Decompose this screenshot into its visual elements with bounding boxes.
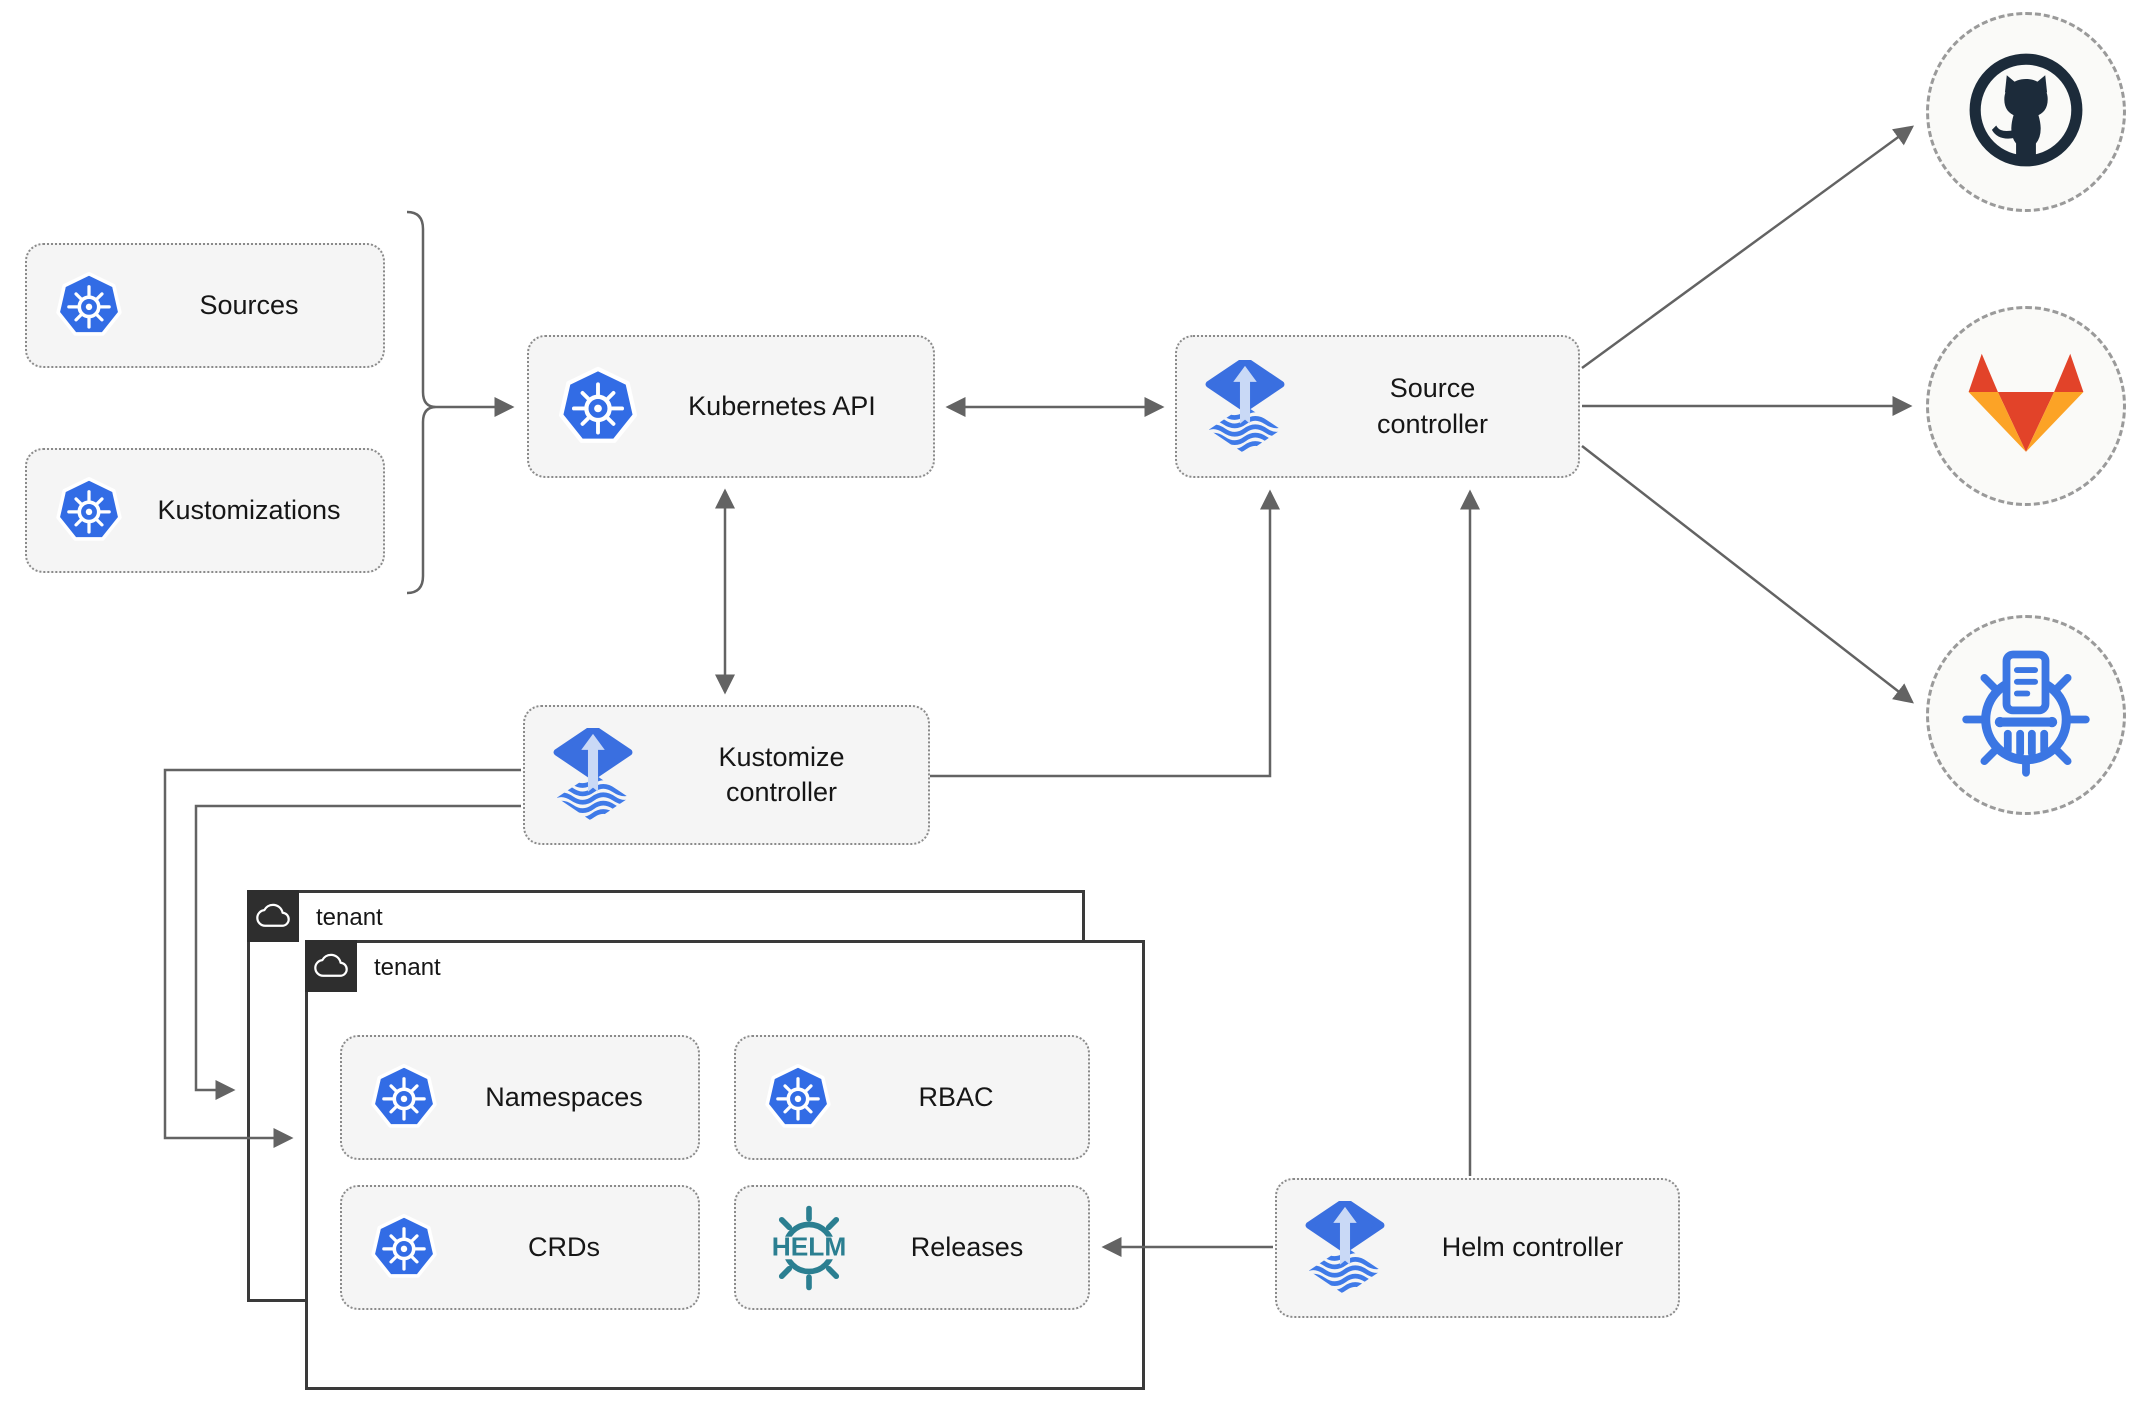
flux-icon xyxy=(1303,1201,1387,1295)
node-source-controller-label: Source controller xyxy=(1376,373,1489,439)
tenant-inner-container: tenant xyxy=(305,940,1145,1390)
node-kustomizations-label: Kustomizations xyxy=(157,494,341,525)
edge-kustomize-controller-to-source-controller xyxy=(930,489,1280,778)
chartmuseum-icon xyxy=(1961,648,2091,783)
flux-icon xyxy=(551,728,635,822)
gitlab-icon xyxy=(1966,349,2086,464)
node-sources-label: Sources xyxy=(199,289,299,320)
github-icon xyxy=(1964,48,2088,177)
tenant-inner-label: tenant xyxy=(374,954,441,981)
node-kustomize-controller-label: Kustomize controller xyxy=(718,741,845,807)
node-namespaces: Namespaces xyxy=(340,1035,700,1160)
remote-github xyxy=(1926,12,2126,212)
node-helm-controller-label: Helm controller xyxy=(1441,1232,1624,1263)
node-crds: CRDs xyxy=(340,1185,700,1310)
node-helm-controller: Helm controller xyxy=(1275,1178,1680,1318)
helm-icon: HELM xyxy=(762,1201,856,1295)
tenant-outer-label: tenant xyxy=(316,904,383,931)
node-kubernetes-api-label: Kubernetes API xyxy=(688,390,876,421)
kubernetes-icon xyxy=(555,362,641,451)
edge-source-controller-to-chartmuseum xyxy=(1581,445,1914,704)
kubernetes-icon xyxy=(762,1060,834,1135)
node-sources: Sources xyxy=(25,243,385,368)
node-namespaces-label: Namespaces xyxy=(485,1081,643,1112)
node-crds-label: CRDs xyxy=(528,1231,600,1262)
cloud-icon xyxy=(256,897,290,936)
svg-text:HELM: HELM xyxy=(772,1231,847,1261)
node-rbac-label: RBAC xyxy=(918,1081,994,1112)
brace-sources-kustomizations xyxy=(406,210,437,595)
kubernetes-icon xyxy=(368,1060,440,1135)
cloud-icon xyxy=(314,947,348,986)
kubernetes-icon xyxy=(368,1210,440,1285)
flux-icon xyxy=(1203,359,1287,454)
node-kustomizations: Kustomizations xyxy=(25,448,385,573)
remote-gitlab xyxy=(1926,306,2126,506)
node-kustomize-controller: Kustomize controller xyxy=(523,705,930,845)
kubernetes-icon xyxy=(53,473,125,548)
node-releases: HELM Releases xyxy=(734,1185,1090,1310)
kubernetes-icon xyxy=(53,268,125,343)
node-releases-label: Releases xyxy=(910,1231,1024,1262)
tenant-outer-header xyxy=(247,890,299,942)
node-source-controller: Source controller xyxy=(1175,335,1580,478)
remote-chartmuseum xyxy=(1926,615,2126,815)
node-rbac: RBAC xyxy=(734,1035,1090,1160)
node-kubernetes-api: Kubernetes API xyxy=(527,335,935,478)
tenant-inner-header xyxy=(305,940,357,992)
edge-source-controller-to-github xyxy=(1581,125,1915,370)
